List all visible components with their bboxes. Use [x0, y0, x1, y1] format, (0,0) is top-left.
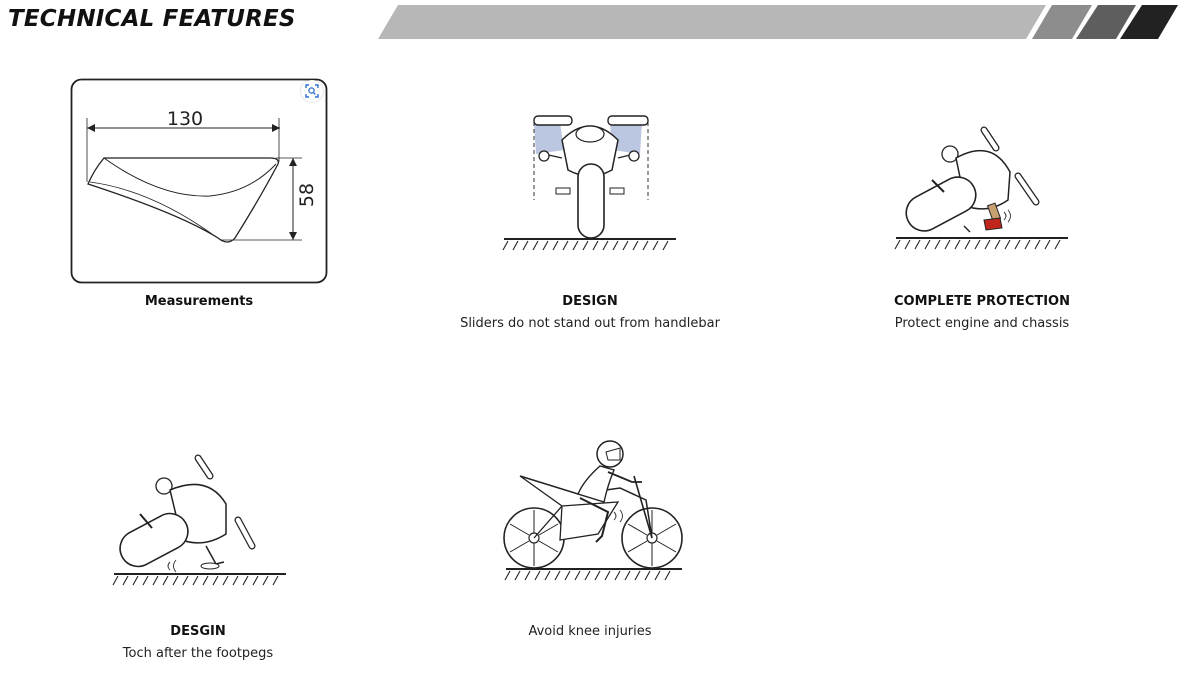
feature-title: COMPLETE PROTECTION [893, 294, 1070, 309]
motorcycle-front-illustration [502, 115, 676, 251]
feature-complete-protection: COMPLETE PROTECTION Protect engine and c… [832, 100, 1132, 340]
feature-knee-protection: Avoid knee injuries [440, 430, 740, 660]
rider-on-motorcycle-illustration [503, 440, 683, 581]
dimension-width-label: 130 [166, 108, 204, 130]
dimension-height-label: 58 [296, 182, 318, 208]
motorcycle-tilted-footpegs-illustration [112, 454, 286, 586]
measurements-diagram [70, 78, 328, 284]
feature-title: DESIGN [562, 294, 618, 309]
feature-title: DESGIN [170, 624, 226, 639]
feature-description: Sliders do not stand out from handlebar [460, 316, 720, 331]
feature-description: Toch after the footpegs [122, 646, 274, 661]
zoom-lens-icon [305, 84, 319, 98]
feature-design-front: DESIGN Sliders do not stand out from han… [440, 100, 740, 340]
feature-description: Avoid knee injuries [528, 624, 652, 639]
zoom-image-button[interactable] [301, 80, 323, 102]
header: TECHNICAL FEATURES [0, 0, 1188, 44]
header-stripe-banner [378, 5, 1178, 39]
page-title: TECHNICAL FEATURES [8, 6, 296, 32]
feature-measurements: 130 58 Measurements [70, 78, 328, 318]
feature-description: Protect engine and chassis [894, 316, 1070, 331]
feature-design-footpegs: DESGIN Toch after the footpegs [48, 440, 348, 670]
motorcycle-tilted-protection-illustration [894, 126, 1068, 250]
feature-title: Measurements [144, 294, 254, 309]
